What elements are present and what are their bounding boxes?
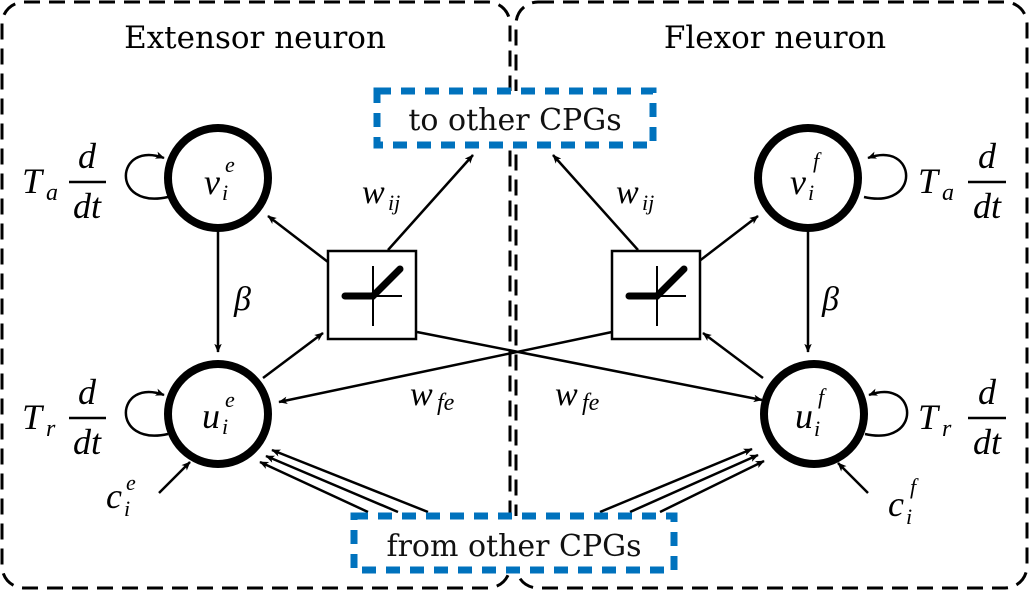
inputs-from-cpgs-extensor [259,448,429,514]
c-input-edge-flexor [837,462,869,494]
to-other-cpgs-box: to other CPGs [373,87,657,149]
node-subscript: i [222,180,228,205]
weight-subscript: fe [582,390,600,416]
operator-denominator: dt [973,422,1002,462]
operator-T: T [22,397,45,437]
w-ij-label-extensor: w ij [362,174,400,215]
self-loop-u-flexor [864,388,909,437]
activation-box-extensor [326,249,418,341]
operator-denominator: dt [73,422,102,462]
node-superscript: f [813,148,822,173]
weight-subscript: ij [642,190,654,215]
weight-symbol: w [616,174,639,211]
operator-numerator: d [978,372,997,412]
operator-denominator: dt [973,186,1002,226]
operator-numerator: d [978,136,997,176]
node-symbol: v [204,162,220,202]
self-loop-u-extensor [124,388,169,437]
operator-T: T [22,161,45,201]
c-label-extensor: c e i [106,470,136,521]
operator-subscript: r [942,416,952,442]
to-other-cpgs-label: to other CPGs [408,103,621,138]
node-superscript: e [225,152,235,177]
w-fe-label-flexor: w fe [555,376,600,416]
node-subscript: i [222,414,228,439]
w-fe-edge-to-flexor [416,330,763,403]
input-symbol: c [106,476,122,516]
node-superscript: e [225,387,235,412]
weight-symbol: w [555,376,578,413]
flexor-title: Flexor neuron [664,20,886,56]
beta-label-flexor: β [821,281,839,318]
node-v-extensor: v e i [164,124,272,232]
activation-to-v-extensor [267,215,329,263]
c-input-edge-extensor [158,461,191,494]
operator-Ta-flexor: T a d dt [918,136,1006,226]
operator-numerator: d [78,372,97,412]
beta-label-extensor: β [233,281,251,318]
operator-T: T [918,397,941,437]
inputs-from-cpgs-flexor [599,447,765,514]
input-subscript: i [906,504,912,529]
w-ij-edge-extensor [387,154,474,251]
self-loop-v-extensor [124,151,169,200]
node-symbol: u [202,396,220,436]
operator-denominator: dt [73,186,102,226]
extensor-title: Extensor neuron [124,20,386,56]
operator-subscript: a [46,180,58,206]
weight-subscript: ij [388,190,400,215]
self-loop-v-flexor [863,151,908,200]
operator-numerator: d [78,136,97,176]
node-symbol: u [795,396,813,436]
w-fe-edge-to-extensor [278,330,613,404]
node-u-extensor: u e i [164,360,272,468]
relu-activation-icon [625,265,688,326]
node-symbol: v [790,162,806,202]
input-superscript: f [910,474,919,499]
input-symbol: c [888,484,904,524]
operator-T: T [918,161,941,201]
operator-Tr-flexor: T r d dt [918,372,1006,462]
weight-symbol: w [410,376,433,413]
operator-subscript: a [942,180,954,206]
operator-Ta-extensor: T a d dt [22,136,106,226]
input-subscript: i [124,496,130,521]
activation-box-flexor [610,249,702,341]
u-to-activation-extensor [262,332,324,379]
operator-Tr-extensor: T r d dt [22,372,106,462]
activation-to-v-flexor [697,215,759,263]
from-other-cpgs-label: from other CPGs [386,529,641,564]
node-u-flexor: u f i [760,360,868,468]
node-subscript: i [808,180,814,205]
weight-symbol: w [362,174,385,211]
w-ij-edge-flexor [552,154,639,251]
from-other-cpgs-box: from other CPGs [350,512,678,574]
flexor-region [514,0,1029,590]
w-ij-label-flexor: w ij [616,174,654,215]
node-v-flexor: v f i [754,124,862,232]
node-subscript: i [814,416,820,441]
operator-subscript: r [46,416,56,442]
w-fe-label-extensor: w fe [410,376,455,416]
c-label-flexor: c f i [888,474,919,529]
input-superscript: e [126,470,136,495]
u-to-activation-flexor [702,332,764,379]
node-superscript: f [818,384,827,409]
weight-subscript: fe [437,390,455,416]
relu-activation-icon [341,265,404,326]
extensor-region [0,0,512,590]
